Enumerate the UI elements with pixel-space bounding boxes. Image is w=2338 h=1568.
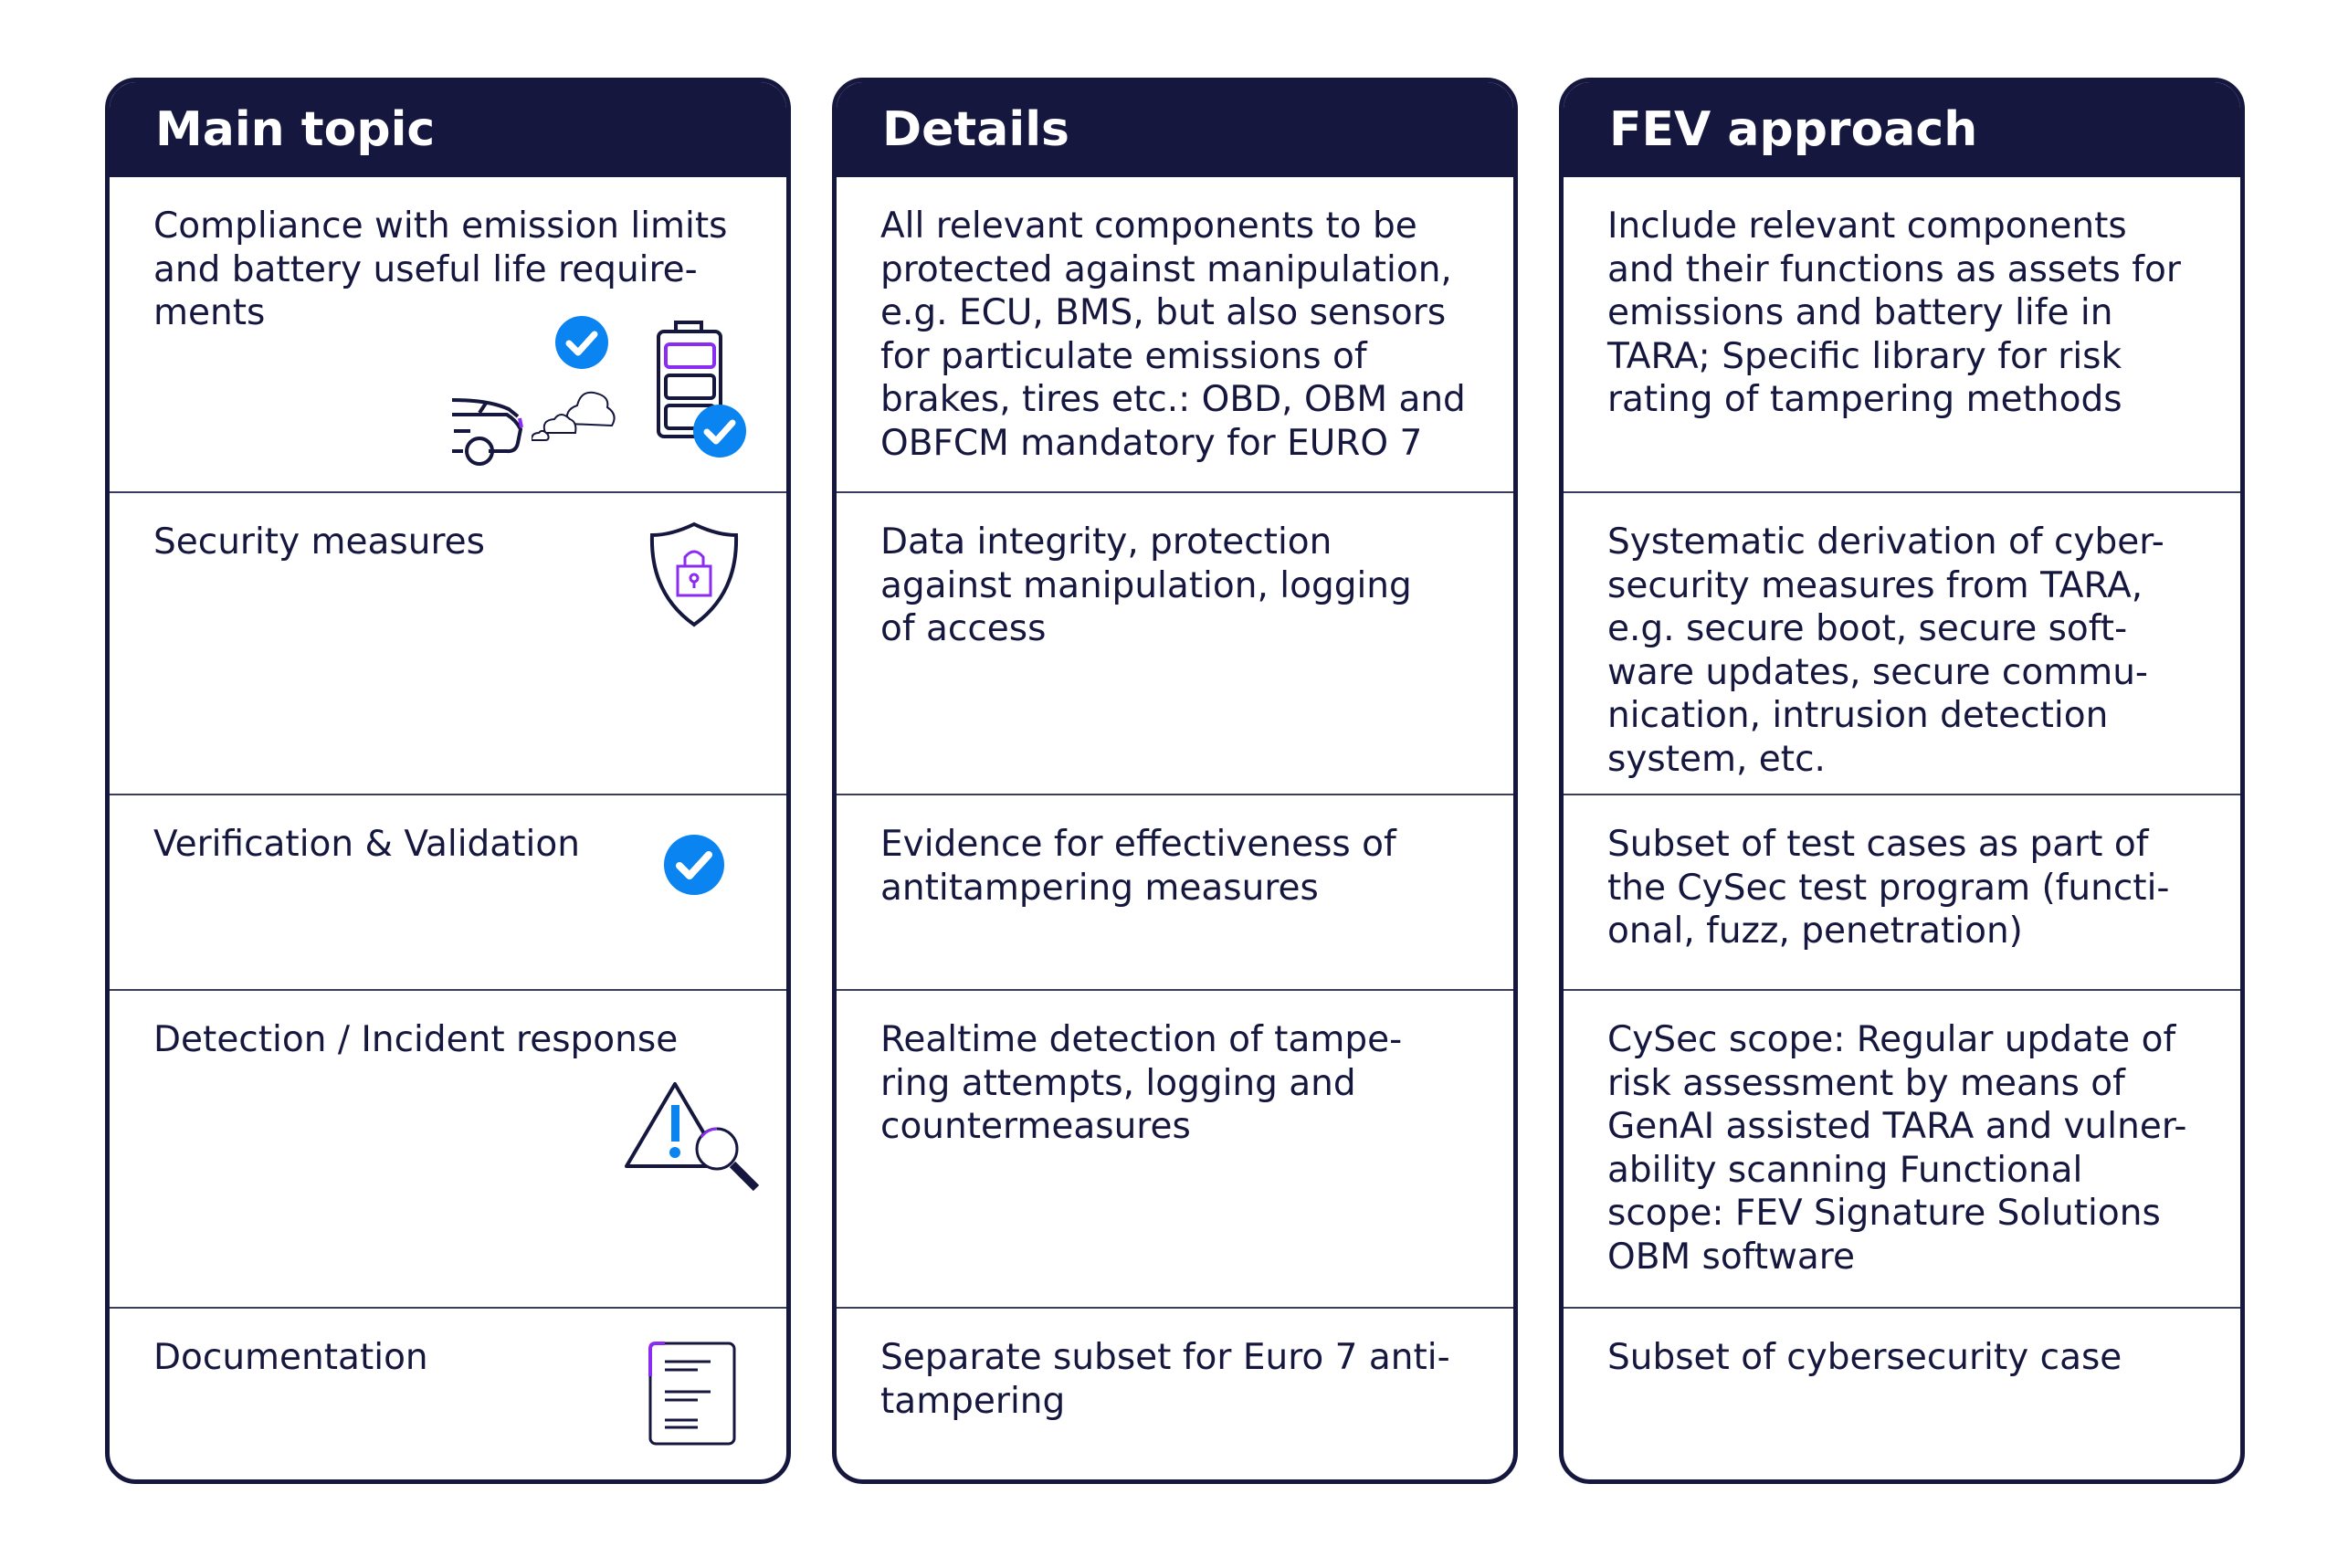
car-exhaust-icon <box>452 398 523 466</box>
table-cell: Include relevant components and their fu… <box>1564 177 2240 493</box>
table-cell: Subset of test cases as part of the CySe… <box>1564 795 2240 991</box>
warning-search-icon <box>625 1082 760 1192</box>
table-cell: Data integrity, protection against manip… <box>837 493 1513 795</box>
cell-text: Detection / Incident response <box>153 1019 679 1060</box>
table-cell: Verification & Validation <box>110 795 786 991</box>
table-cell: Evidence for effectiveness of antitamper… <box>837 795 1513 991</box>
cell-text: Security measures <box>153 521 485 563</box>
table-cell: Separate subset for Euro 7 anti- tamperi… <box>880 1337 1450 1422</box>
table-cell: All relevant components to be protected … <box>837 177 1513 493</box>
cell-text: Documentation <box>153 1337 428 1378</box>
table-cell: Security measures <box>110 493 786 795</box>
table-cell: Realtime detection of tampe- ring attemp… <box>837 991 1513 1309</box>
exhaust-cloud-icon <box>532 391 616 441</box>
document-icon <box>648 1342 736 1446</box>
cell-text: Compliance with emission limits and batt… <box>153 205 728 333</box>
check-circle-icon <box>664 835 724 895</box>
table-cell: Subset of cybersecurity case <box>1607 1337 2122 1378</box>
cell-text: Verification & Validation <box>153 824 580 865</box>
column-details: Details All relevant components to be pr… <box>832 78 1518 1484</box>
table-cell: Detection / Incident response <box>110 991 786 1309</box>
column-header: FEV approach <box>1564 82 2240 177</box>
column-header: Main topic <box>110 82 786 177</box>
table-cell: CySec scope: Regular update of risk asse… <box>1564 991 2240 1309</box>
shield-lock-icon <box>649 521 739 627</box>
check-circle-icon <box>693 405 746 458</box>
table-cell: Compliance with emission limits and batt… <box>110 177 786 493</box>
table-cell: Documentation <box>110 1309 786 1479</box>
check-circle-icon <box>555 316 608 369</box>
table-cell: Systematic derivation of cyber- security… <box>1564 493 2240 795</box>
column-fev-approach: FEV approach Include relevant components… <box>1559 78 2245 1484</box>
column-header: Details <box>837 82 1513 177</box>
column-main-topic: Main topic Compliance with emission limi… <box>105 78 791 1484</box>
